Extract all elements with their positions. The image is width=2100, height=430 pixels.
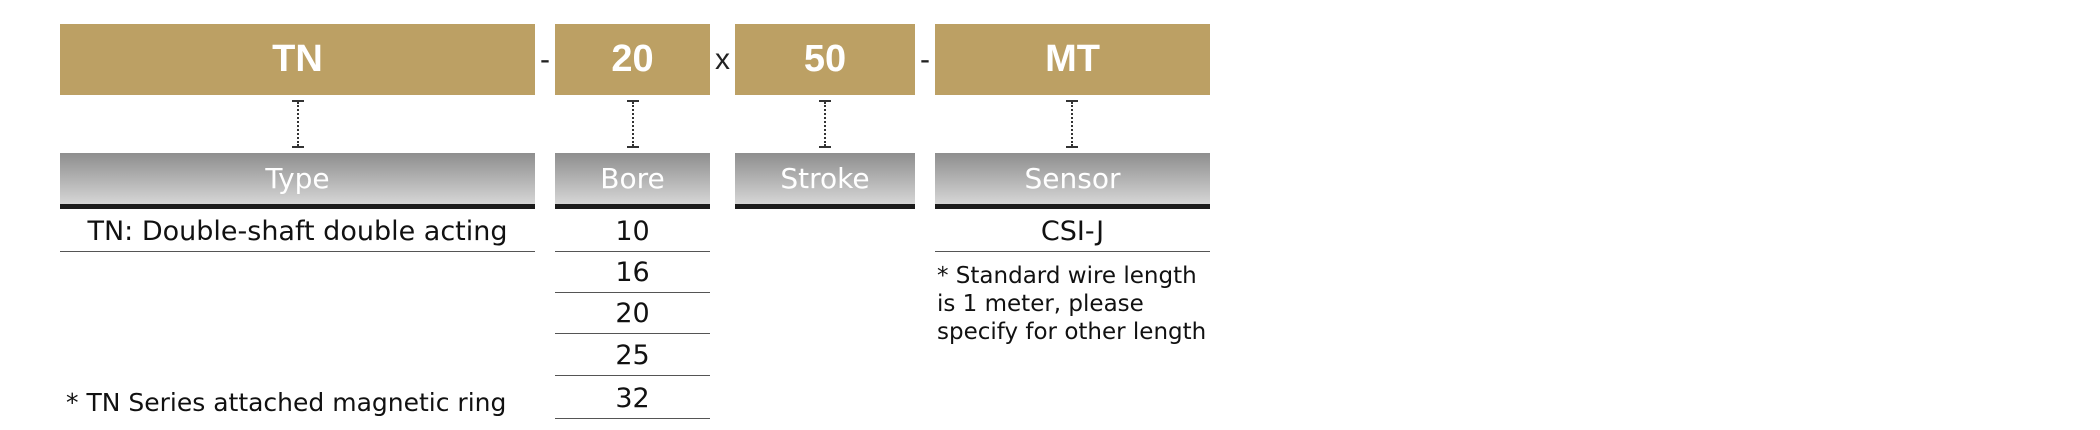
category-stroke-label: Stroke — [780, 162, 870, 195]
category-sensor-label: Sensor — [1024, 162, 1121, 195]
sensor-note: * Standard wire length is 1 meter, pleas… — [937, 263, 1207, 345]
category-type-label: Type — [265, 162, 330, 195]
code-separator-dash-1: - — [540, 42, 550, 76]
code-sensor-box: MT — [935, 24, 1210, 95]
code-stroke-box: 50 — [735, 24, 915, 95]
category-bore-label: Bore — [600, 162, 665, 195]
bore-option: 16 — [555, 253, 710, 293]
sensor-option: CSI-J — [935, 212, 1210, 252]
bore-option: 10 — [555, 212, 710, 252]
code-separator-dash-2: - — [920, 42, 930, 76]
category-stroke: Stroke — [735, 153, 915, 209]
type-option: TN: Double-shaft double acting — [60, 212, 535, 252]
type-note: * TN Series attached magnetic ring — [66, 388, 507, 417]
code-separator-x: x — [715, 42, 730, 76]
category-bore: Bore — [555, 153, 710, 209]
bore-option: 25 — [555, 336, 710, 376]
connector-bore — [627, 100, 639, 148]
code-bore-text: 20 — [611, 38, 654, 80]
connector-sensor — [1066, 100, 1078, 148]
bore-option: 32 — [555, 379, 710, 419]
category-sensor: Sensor — [935, 153, 1210, 209]
code-type-box: TN — [60, 24, 535, 95]
connector-stroke — [819, 100, 831, 148]
code-type-text: TN — [272, 38, 323, 80]
bore-option: 20 — [555, 294, 710, 334]
code-bore-box: 20 — [555, 24, 710, 95]
code-stroke-text: 50 — [803, 38, 847, 80]
connector-type — [292, 100, 304, 148]
category-type: Type — [60, 153, 535, 209]
code-sensor-text: MT — [1045, 38, 1100, 80]
